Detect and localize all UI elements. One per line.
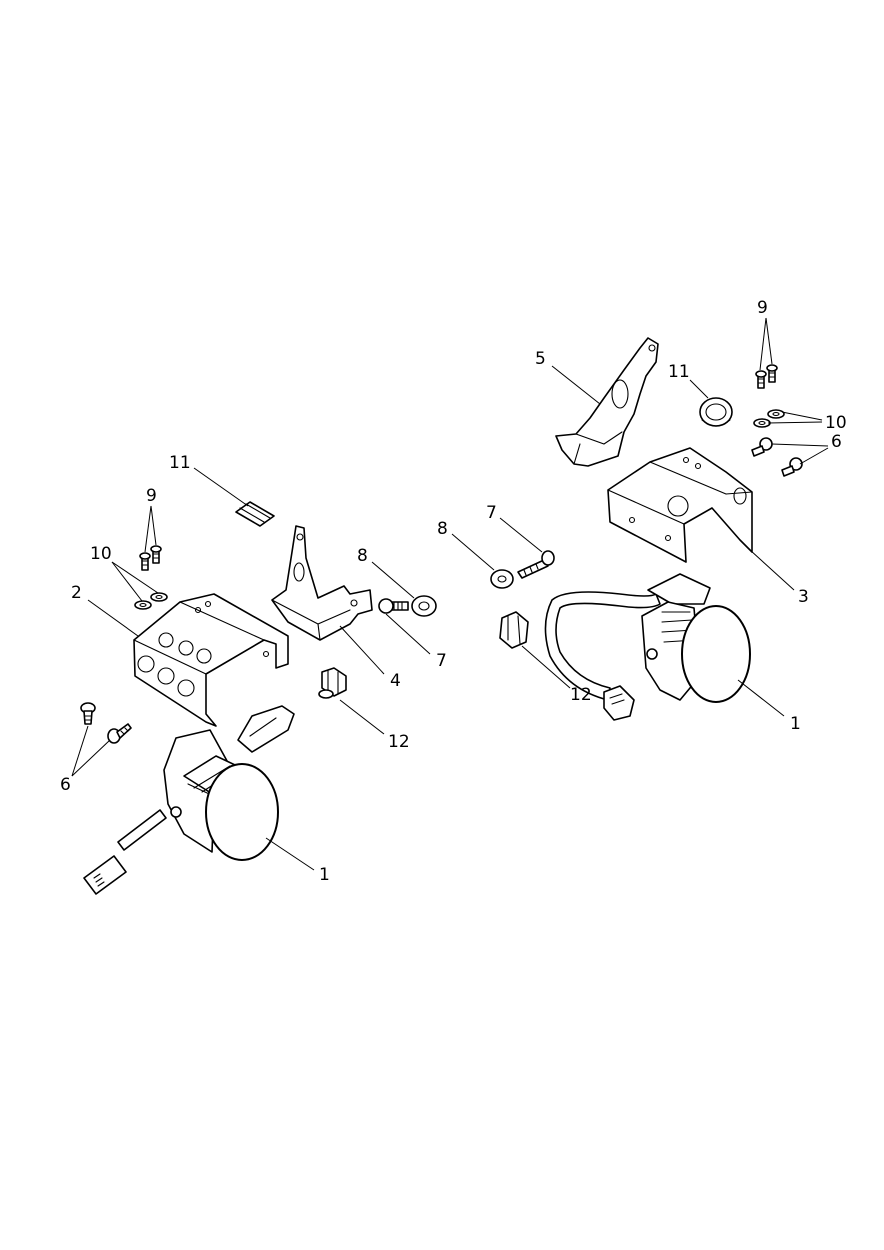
left-leader-12 [339, 699, 385, 735]
right-leader-3 [749, 549, 795, 591]
right-leader-5 [551, 365, 601, 405]
left-callout-4: 4 [390, 671, 401, 691]
right-callout-6: 6 [831, 432, 842, 452]
left-screws-side [80, 702, 132, 744]
right-screws-top [755, 364, 778, 389]
right-callout-1: 1 [790, 714, 801, 734]
right-leader-11 [689, 379, 709, 399]
left-washers [134, 592, 168, 610]
left-leader-10b [111, 561, 159, 594]
right-lamp [544, 573, 751, 721]
right-mount-bracket [555, 337, 659, 467]
left-callout-2: 2 [71, 583, 82, 603]
left-leader-9a [144, 505, 152, 553]
left-leader-10a [111, 561, 143, 602]
right-leader-10b [767, 421, 823, 424]
left-callout-6: 6 [60, 775, 71, 795]
left-callout-1: 1 [319, 865, 330, 885]
right-washers [753, 409, 785, 428]
left-assembly: 9 10 11 2 8 7 4 12 6 1 [60, 453, 447, 895]
left-spacer-bolt [378, 595, 437, 617]
right-assembly: 9 11 10 6 5 7 8 3 12 1 [437, 298, 847, 734]
left-callout-11: 11 [169, 453, 191, 473]
right-leader-10a [781, 411, 823, 421]
right-leader-9b [765, 317, 773, 365]
right-grommet [699, 397, 733, 427]
left-leader-2 [87, 599, 139, 637]
left-leader-11 [193, 467, 249, 507]
left-clip [318, 667, 347, 699]
right-screws-side [751, 437, 803, 477]
right-leader-6a [771, 443, 829, 447]
right-callout-10: 10 [825, 413, 847, 433]
right-callout-5: 5 [535, 349, 546, 369]
right-spacer-bolt [490, 550, 555, 589]
right-leader-6b [799, 447, 829, 465]
left-mount-bracket [271, 525, 373, 641]
left-leader-6a [71, 725, 89, 777]
right-callout-11: 11 [668, 362, 690, 382]
right-callout-12: 12 [570, 685, 592, 705]
left-callout-12: 12 [388, 732, 410, 752]
left-leader-4 [339, 625, 385, 675]
right-callout-9: 9 [757, 298, 768, 318]
right-leader-9a [759, 317, 767, 371]
left-leader-8 [371, 561, 415, 599]
right-callout-7: 7 [486, 503, 497, 523]
right-leader-7 [499, 517, 543, 553]
right-leader-1 [737, 679, 785, 717]
left-leader-9b [150, 505, 157, 546]
right-leader-8 [451, 533, 495, 571]
left-callout-7: 7 [436, 651, 447, 671]
left-callout-9: 9 [146, 486, 157, 506]
right-clip [499, 611, 529, 649]
left-callout-8: 8 [357, 546, 368, 566]
left-grommet [235, 501, 275, 527]
right-callout-8: 8 [437, 519, 448, 539]
left-leader-1 [265, 837, 315, 871]
left-callout-10: 10 [90, 544, 112, 564]
right-callout-3: 3 [798, 587, 809, 607]
left-leader-7 [385, 613, 431, 655]
left-lamp [83, 705, 295, 895]
right-leader-12 [521, 645, 571, 689]
left-screws-top [139, 545, 162, 571]
left-main-bracket [133, 593, 289, 727]
left-leader-6b [71, 739, 111, 777]
right-main-bracket [607, 447, 753, 563]
